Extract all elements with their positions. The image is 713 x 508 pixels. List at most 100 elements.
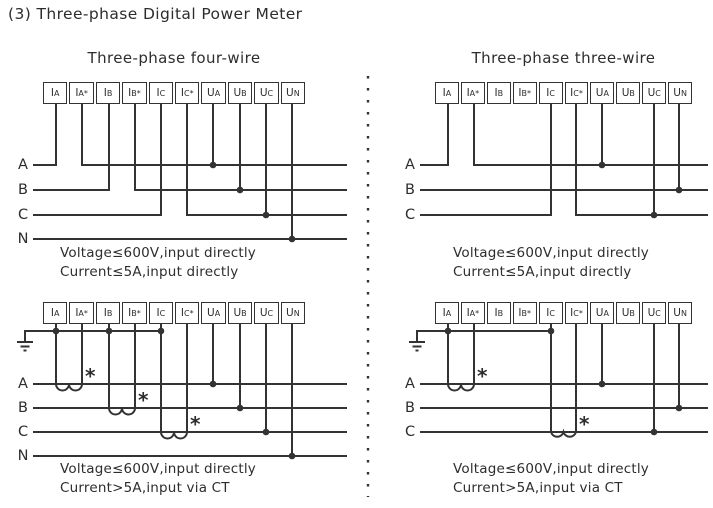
- phase-label-c: C: [17, 424, 29, 440]
- four-wire-heading: Three-phase four-wire: [87, 49, 261, 67]
- phase-label-b: B: [18, 400, 28, 416]
- junction-dot: [598, 161, 606, 169]
- ct-polarity-mark: *: [190, 412, 201, 436]
- ct-coil: [160, 431, 188, 440]
- three-wire-direct-wiring: [420, 103, 708, 219]
- junction-dot: [288, 452, 296, 460]
- caption-voltage: Voltage≤600V,input directly: [60, 245, 256, 261]
- phase-label-b: B: [405, 400, 415, 416]
- ct-polarity-mark: *: [85, 364, 96, 388]
- phase-label-c: C: [17, 207, 29, 223]
- junction-dot: [650, 211, 658, 219]
- ct-coil: [550, 428, 577, 438]
- phase-label-a: A: [18, 376, 28, 392]
- phase-label-a: A: [405, 376, 415, 392]
- junction-dot: [236, 186, 244, 194]
- four-wire-ct-wiring: * * *: [17, 323, 347, 460]
- junction-dot: [236, 404, 244, 412]
- ct-polarity-mark: *: [477, 364, 488, 388]
- junction-dot: [209, 380, 217, 388]
- junction-dot: [675, 186, 683, 194]
- three-wire-heading: Three-phase three-wire: [471, 49, 656, 67]
- junction-dot: [209, 161, 217, 169]
- phase-label-c: C: [404, 207, 416, 223]
- page-title: (3) Three-phase Digital Power Meter: [8, 5, 303, 23]
- junction-dot: [288, 235, 296, 243]
- junction-dot: [262, 211, 270, 219]
- junction-dot: [262, 428, 270, 436]
- junction-dot: [650, 428, 658, 436]
- phase-label-b: B: [405, 182, 415, 198]
- ground-icon: [409, 330, 551, 352]
- ground-icon: [17, 330, 161, 352]
- ct-coil: [108, 407, 136, 416]
- ct-polarity-mark: *: [138, 388, 149, 412]
- junction-dot: [675, 404, 683, 412]
- ct-coil: [447, 383, 475, 392]
- four-wire-direct-wiring: [33, 103, 347, 243]
- phase-label-a: A: [18, 157, 28, 173]
- caption-voltage: Voltage≤600V,input directly: [453, 461, 649, 477]
- caption-current: Current>5A,input via CT: [60, 480, 230, 496]
- three-wire-ct-wiring: * *: [409, 323, 708, 438]
- phase-label-n: N: [17, 231, 29, 247]
- phase-label-n: N: [17, 448, 29, 464]
- caption-voltage: Voltage≤600V,input directly: [60, 461, 256, 477]
- caption-current: Current≤5A,input directly: [453, 264, 632, 280]
- ct-polarity-mark: *: [579, 412, 590, 436]
- caption-current: Current>5A,input via CT: [453, 480, 623, 496]
- phase-label-a: A: [405, 157, 415, 173]
- junction-dot: [598, 380, 606, 388]
- phase-label-b: B: [18, 182, 28, 198]
- caption-current: Current≤5A,input directly: [60, 264, 239, 280]
- ct-coil: [55, 383, 83, 392]
- caption-voltage: Voltage≤600V,input directly: [453, 245, 649, 261]
- phase-label-c: C: [404, 424, 416, 440]
